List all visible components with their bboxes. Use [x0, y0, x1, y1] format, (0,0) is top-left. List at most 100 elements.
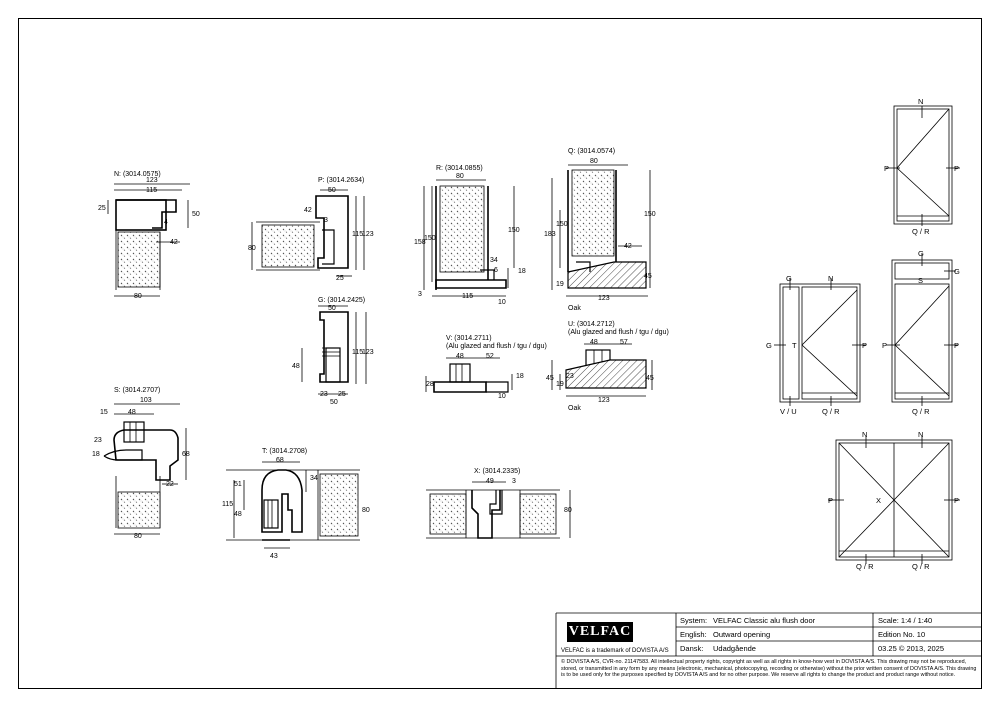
- dim-u-45a: 45: [546, 375, 554, 382]
- elev2-top-n: N: [828, 274, 833, 283]
- section-t: [226, 461, 360, 549]
- elevation-side-light: [774, 278, 866, 406]
- dim-r-34: 34: [490, 257, 498, 264]
- dim-t-43: 43: [270, 553, 278, 560]
- elevation-double-door: [828, 436, 960, 564]
- dim-q-19: 19: [556, 281, 564, 288]
- trademark-note: VELFAC is a trademark of DOVISTA A/S: [561, 648, 669, 654]
- section-v: [425, 357, 513, 393]
- dim-r-6: 6: [494, 267, 498, 274]
- dim-x-3: 3: [512, 478, 516, 485]
- section-n-title: N: (3014.0575): [114, 171, 161, 178]
- dim-p-80: 80: [248, 245, 256, 252]
- dansk-label: Dansk:: [680, 644, 704, 653]
- elev2-right: P: [862, 341, 867, 350]
- elev3-right: P: [954, 341, 959, 350]
- elev4-left: P: [828, 496, 833, 505]
- scale-value: Scale: 1:4 / 1:40: [878, 616, 933, 625]
- dim-q-123: 123: [598, 295, 610, 302]
- elev2-bottom-left: V / U: [780, 407, 797, 416]
- elev3-left: P: [882, 341, 887, 350]
- system-label: System:: [680, 616, 708, 625]
- section-t-title: T: (3014.2708): [262, 448, 307, 455]
- dim-s-48: 48: [128, 409, 136, 416]
- dim-p-3: 3: [324, 217, 328, 224]
- section-p-title: P: (3014.2634): [318, 177, 364, 184]
- edition-value: Edition No. 10: [878, 630, 926, 639]
- dim-q-45: 45: [644, 273, 652, 280]
- dim-t-51: 51: [234, 481, 242, 488]
- dim-v-52: 52: [486, 353, 494, 360]
- dansk-value: Udadgående: [713, 644, 756, 653]
- section-q: [551, 164, 651, 297]
- dim-r-158: 158: [414, 239, 426, 246]
- elev4-bottom-left: Q / R: [856, 562, 874, 571]
- dim-s-23: 23: [94, 437, 102, 444]
- dim-n-123: 123: [146, 177, 158, 184]
- dim-v-28: 28: [426, 381, 434, 388]
- dim-q-80: 80: [590, 158, 598, 165]
- elev3-right-g: G: [954, 267, 960, 276]
- dim-g-50: 50: [328, 305, 336, 312]
- section-x: [426, 481, 571, 539]
- elevation-single-door: [886, 105, 960, 226]
- elev1-bottom: Q / R: [912, 227, 930, 236]
- elevation-top-light: [886, 254, 958, 406]
- dim-r-115: 115: [462, 293, 473, 300]
- dim-u-45b: 45: [646, 375, 654, 382]
- elev3-bottom: Q / R: [912, 407, 930, 416]
- dim-g-25: 25: [338, 391, 346, 398]
- elev4-bottom-right: Q / R: [912, 562, 930, 571]
- elev3-top-g: G: [918, 249, 924, 258]
- dim-p-42: 42: [304, 207, 312, 214]
- date-value: 03.25 © 2013, 2025: [878, 644, 944, 653]
- note-q-oak: Oak: [568, 305, 581, 312]
- dim-t-80: 80: [362, 507, 370, 514]
- drawing-sheet-border: [18, 18, 982, 689]
- elev2-top-g: G: [786, 274, 792, 283]
- dim-v-10: 10: [498, 393, 506, 400]
- dim-g-115: 115: [352, 349, 363, 356]
- dim-s-80: 80: [134, 533, 142, 540]
- dim-n-80: 80: [134, 293, 142, 300]
- dim-q-150a: 150: [556, 221, 568, 228]
- section-q-title: Q: (3014.0574): [568, 148, 615, 155]
- section-v-subtitle: (Alu glazed and flush / tgu / dgu): [446, 343, 547, 350]
- section-s-title: S: (3014.2707): [114, 387, 160, 394]
- dim-s-22: 22: [166, 481, 174, 488]
- dim-s-103: 103: [140, 397, 152, 404]
- dim-q-42: 42: [624, 243, 632, 250]
- section-u-subtitle: (Alu glazed and flush / tgu / dgu): [568, 329, 669, 336]
- section-x-title: X: (3014.2335): [474, 468, 520, 475]
- elev4-right: P: [954, 496, 959, 505]
- dim-r-150a: 150: [424, 235, 436, 242]
- elev2-left-g: G: [766, 341, 772, 350]
- section-u: [551, 343, 653, 397]
- dim-n-42: 42: [170, 239, 178, 246]
- dim-p-25: 25: [336, 275, 344, 282]
- dim-g-48: 48: [292, 363, 300, 370]
- title-block-grid: [555, 612, 982, 689]
- dim-v-18: 18: [516, 373, 524, 380]
- dim-u-48: 48: [590, 339, 598, 346]
- dim-t-68: 68: [276, 457, 284, 464]
- dim-u-23: 23: [566, 373, 574, 380]
- elev4-center: X: [876, 496, 881, 505]
- dim-q-150b: 150: [644, 211, 656, 218]
- dim-p-50: 50: [328, 187, 336, 194]
- dim-u-57: 57: [620, 339, 628, 346]
- dim-s-18: 18: [92, 451, 100, 458]
- dim-q-183: 183: [544, 231, 556, 238]
- dim-p-123: 123: [362, 231, 374, 238]
- section-r-title: R: (3014.0855): [436, 165, 483, 172]
- dim-s-15: 15: [100, 409, 108, 416]
- section-n: [107, 183, 190, 297]
- dim-n-50: 50: [192, 211, 200, 218]
- elev4-top-left: N: [862, 430, 867, 439]
- dim-g-50b: 50: [330, 399, 338, 406]
- dim-u-19: 19: [556, 381, 564, 388]
- dim-r-10: 10: [498, 299, 506, 306]
- elev1-top: N: [918, 97, 923, 106]
- dim-t-48: 48: [234, 511, 242, 518]
- dim-s-68: 68: [182, 451, 190, 458]
